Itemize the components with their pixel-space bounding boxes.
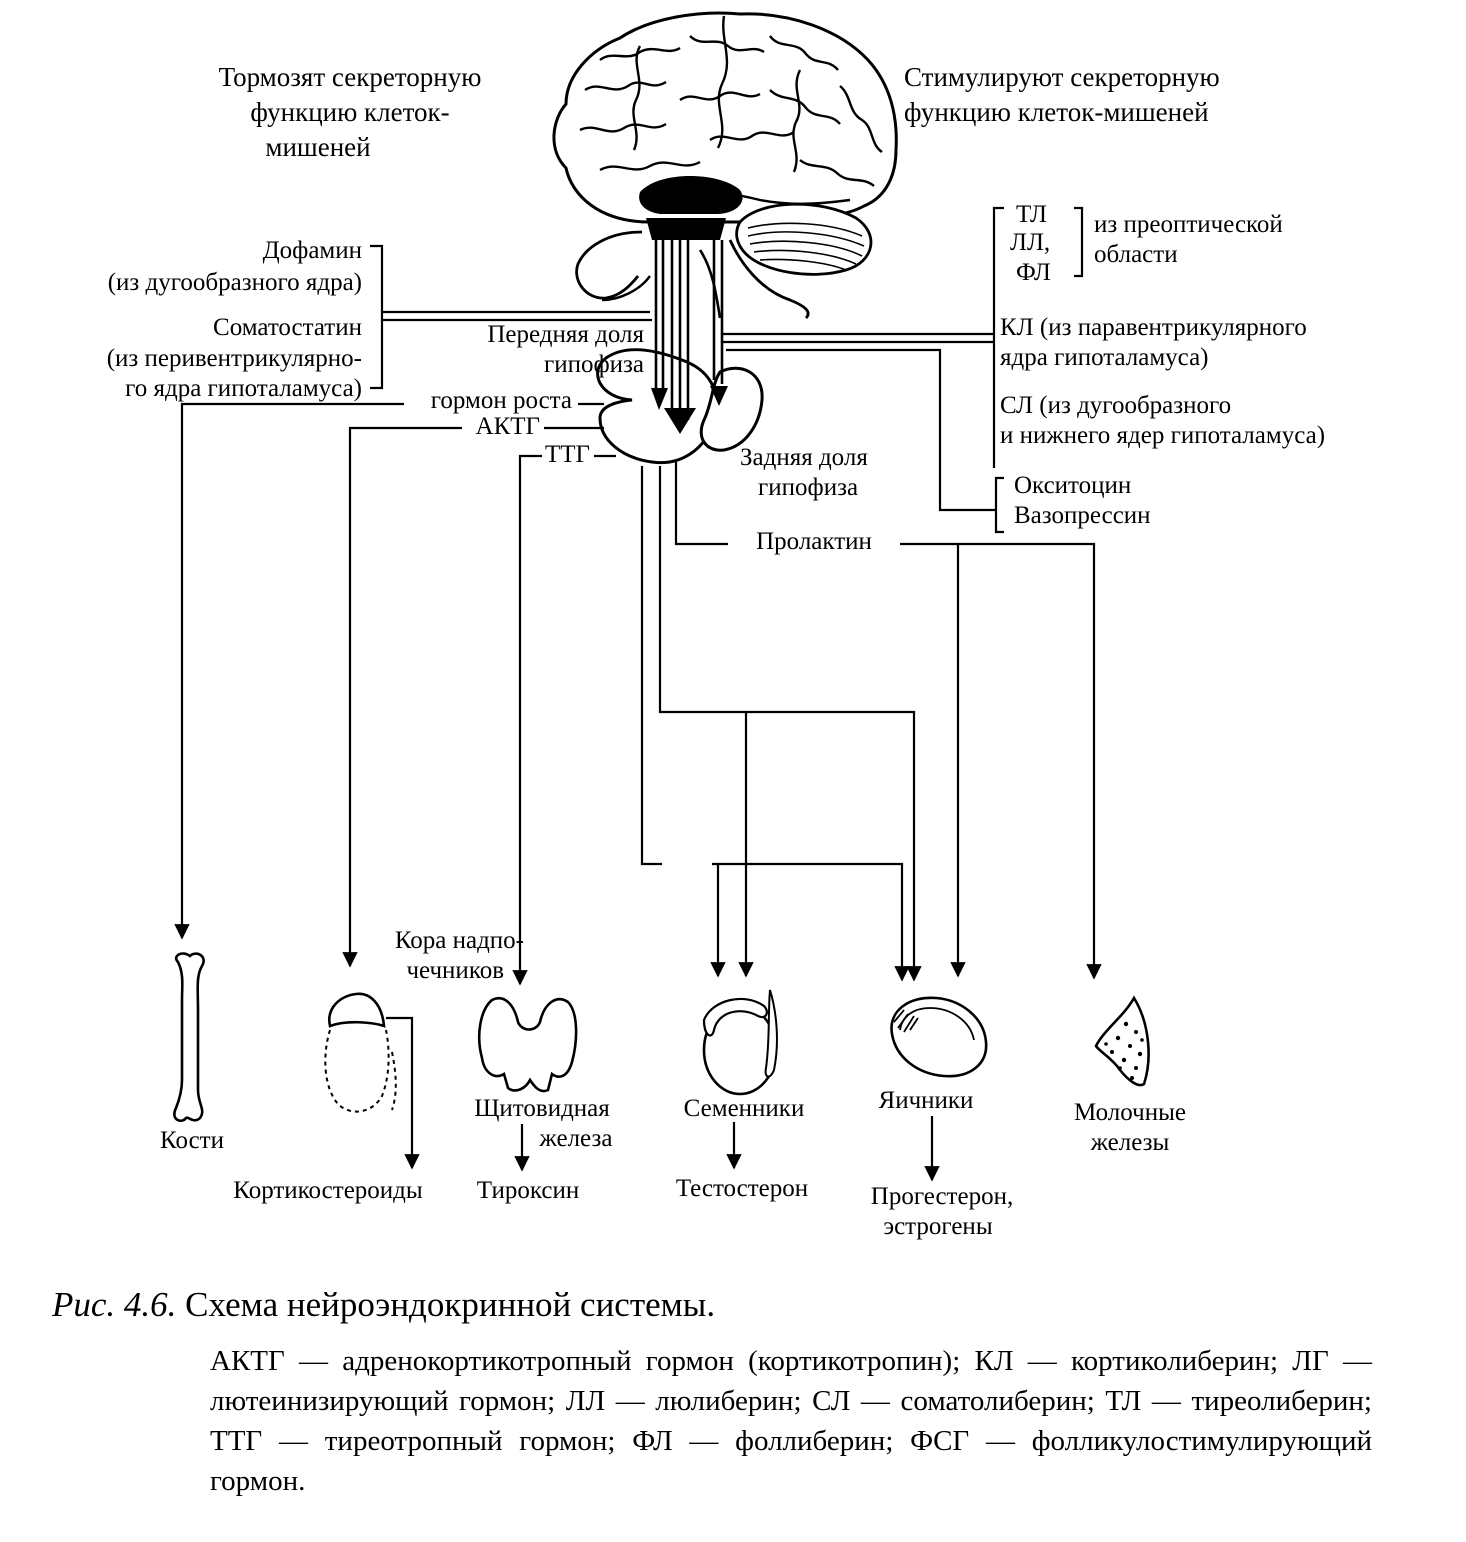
thyroxine-label: Тироксин — [477, 1177, 579, 1204]
vasopressin-label: Вазопрессин — [1014, 502, 1151, 529]
left-heading-line2: функцию клеток- — [250, 97, 449, 127]
tl-label: ТЛ — [1016, 201, 1047, 228]
thyroid-label-line2: железа — [539, 1125, 613, 1152]
preoptic-line2: области — [1094, 241, 1178, 268]
testes-label: Семенники — [684, 1095, 805, 1122]
posterior-lobe-line1: Задняя доля — [740, 444, 868, 471]
growth-hormone-label: гормон роста — [431, 387, 572, 414]
thyroid-label-line1: Щитовидная — [474, 1095, 610, 1122]
somatostatin-label: Соматостатин — [213, 314, 362, 341]
mammary-label-line1: Молочные — [1074, 1099, 1186, 1126]
figure-title: Схема нейроэндокринной системы. — [185, 1285, 716, 1324]
left-heading-line1: Тормозят секреторную — [219, 62, 482, 92]
anterior-lobe-line2: гипофиза — [544, 351, 644, 378]
ll-label: ЛЛ, — [1010, 229, 1050, 256]
somatostatin-source1: (из перивентрикулярно- — [107, 345, 362, 372]
corticosteroids-label: Кортикостероиды — [233, 1177, 423, 1204]
bone-icon — [173, 952, 205, 1122]
ttg-label: ТТГ — [545, 441, 590, 468]
anterior-lobe-line1: Передняя доля — [487, 321, 644, 348]
neuroendocrine-diagram: Тормозят секреторную функцию клеток- миш… — [107, 11, 1325, 1240]
thyroid-gland-icon — [477, 997, 578, 1093]
oxytocin-bracket — [994, 476, 1004, 534]
progesterone-label-line1: Прогестерон, — [871, 1183, 1013, 1210]
caption-title-line: Рис. 4.6. Схема нейроэндокринной системы… — [52, 1285, 715, 1325]
somatostatin-source2: го ядра гипоталамуса) — [125, 375, 362, 402]
kl-line1: КЛ (из паравентрикулярного — [1000, 314, 1307, 341]
adrenal-label-line1: Кора надпо- — [395, 927, 524, 954]
brain-illustration — [552, 11, 898, 319]
gonadotropin-pathway-2 — [640, 466, 910, 982]
right-heading-line1: Стимулируют секреторную — [904, 62, 1220, 92]
progesterone-label-line2: эстрогены — [883, 1213, 992, 1240]
sl-line2: и нижнего ядер гипоталамуса) — [1000, 422, 1325, 449]
posterior-lobe-line2: гипофиза — [758, 474, 858, 501]
left-heading-line3: мишеней — [265, 132, 370, 162]
preoptic-bracket — [1074, 206, 1084, 278]
bones-label: Кости — [160, 1127, 224, 1154]
actg-label: АКТГ — [476, 413, 540, 440]
right-heading-line2: функцию клеток-мишеней — [904, 97, 1209, 127]
oxytocin-label: Окситоцин — [1014, 472, 1131, 499]
ttg-pathway — [512, 454, 616, 986]
figure-number: Рис. 4.6. — [52, 1285, 177, 1324]
inhibitor-bracket — [370, 244, 384, 390]
adrenal-gland-icon — [324, 992, 420, 1170]
actg-pathway — [342, 426, 604, 968]
posterior-to-oxytocin-line — [726, 348, 996, 512]
fl-label: ФЛ — [1016, 259, 1051, 286]
stimulator-bracket — [992, 206, 1004, 468]
dopamine-label: Дофамин — [263, 237, 362, 264]
ovary-icon — [890, 996, 988, 1078]
kl-line2: ядра гипоталамуса) — [1000, 344, 1209, 371]
mammary-gland-icon — [1094, 995, 1150, 1087]
gonadotropin-pathway-1 — [658, 466, 922, 982]
preoptic-line1: из преоптической — [1094, 211, 1283, 238]
prolactin-label: Пролактин — [756, 528, 872, 555]
ovaries-label: Яичники — [879, 1087, 974, 1114]
pituitary-gland — [596, 240, 764, 465]
mammary-label-line2: железы — [1090, 1129, 1170, 1156]
testosterone-label: Тестостерон — [676, 1175, 808, 1202]
abbreviations-legend: АКТГ — адренокортикотропный гормон (корт… — [210, 1345, 1372, 1497]
adrenal-label-line2: чечников — [406, 957, 504, 984]
testes-icon — [702, 989, 778, 1096]
growth-hormone-pathway — [174, 402, 604, 940]
sl-line1: СЛ (из дугообразного — [1000, 392, 1231, 419]
dopamine-source: (из дугообразного ядра) — [108, 269, 362, 296]
prolactin-pathway — [674, 462, 1102, 980]
